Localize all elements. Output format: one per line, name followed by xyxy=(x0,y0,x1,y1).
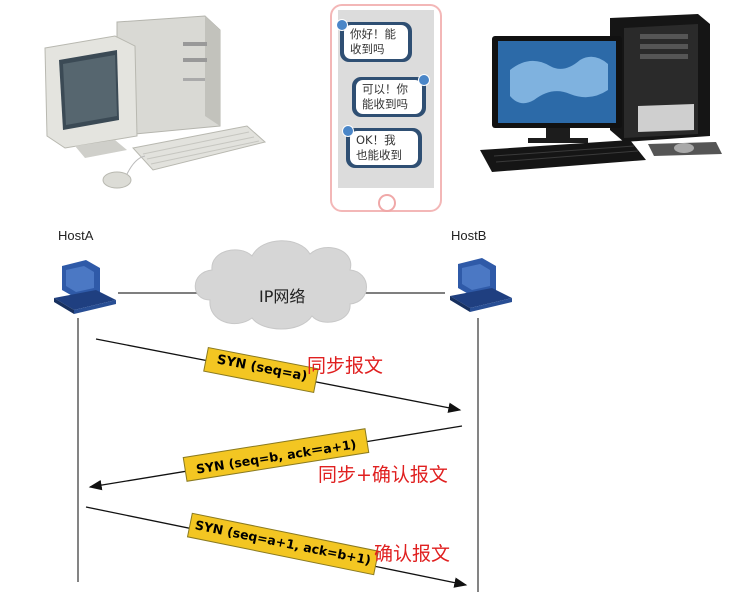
modern-computer-illustration xyxy=(480,14,722,172)
segment-1-description: 同步报文 xyxy=(307,355,384,377)
message-line: OK！我 xyxy=(356,133,396,147)
segment-label-box xyxy=(203,346,319,394)
ip-network-cloud xyxy=(194,240,367,330)
message-line: 你好！能 xyxy=(350,27,396,41)
retro-computer-illustration xyxy=(44,15,267,189)
segment-2-description: 同步+确认报文 xyxy=(318,464,448,486)
ip-network-label: IP网络 xyxy=(259,287,306,306)
host-b-label: HostB xyxy=(451,228,487,243)
host-a-computer-icon xyxy=(54,260,116,314)
message-line: 也能收到 xyxy=(356,148,402,162)
segment-3-description: 确认报文 xyxy=(374,543,451,565)
host-b-computer-icon xyxy=(450,258,512,312)
message-line: 可以！你 xyxy=(362,82,408,96)
home-button xyxy=(378,194,396,212)
message-bubble: 可以！你 能收到吗 xyxy=(352,74,430,117)
host-a-label: HostA xyxy=(58,228,94,243)
message-bubble: 你好！能 收到吗 xyxy=(336,19,412,62)
segment-label-box xyxy=(182,428,370,482)
message-bubble: OK！我 也能收到 xyxy=(342,125,422,168)
message-line: 能收到吗 xyxy=(362,97,408,111)
segment-label-box xyxy=(186,512,380,576)
message-line: 收到吗 xyxy=(350,42,385,56)
